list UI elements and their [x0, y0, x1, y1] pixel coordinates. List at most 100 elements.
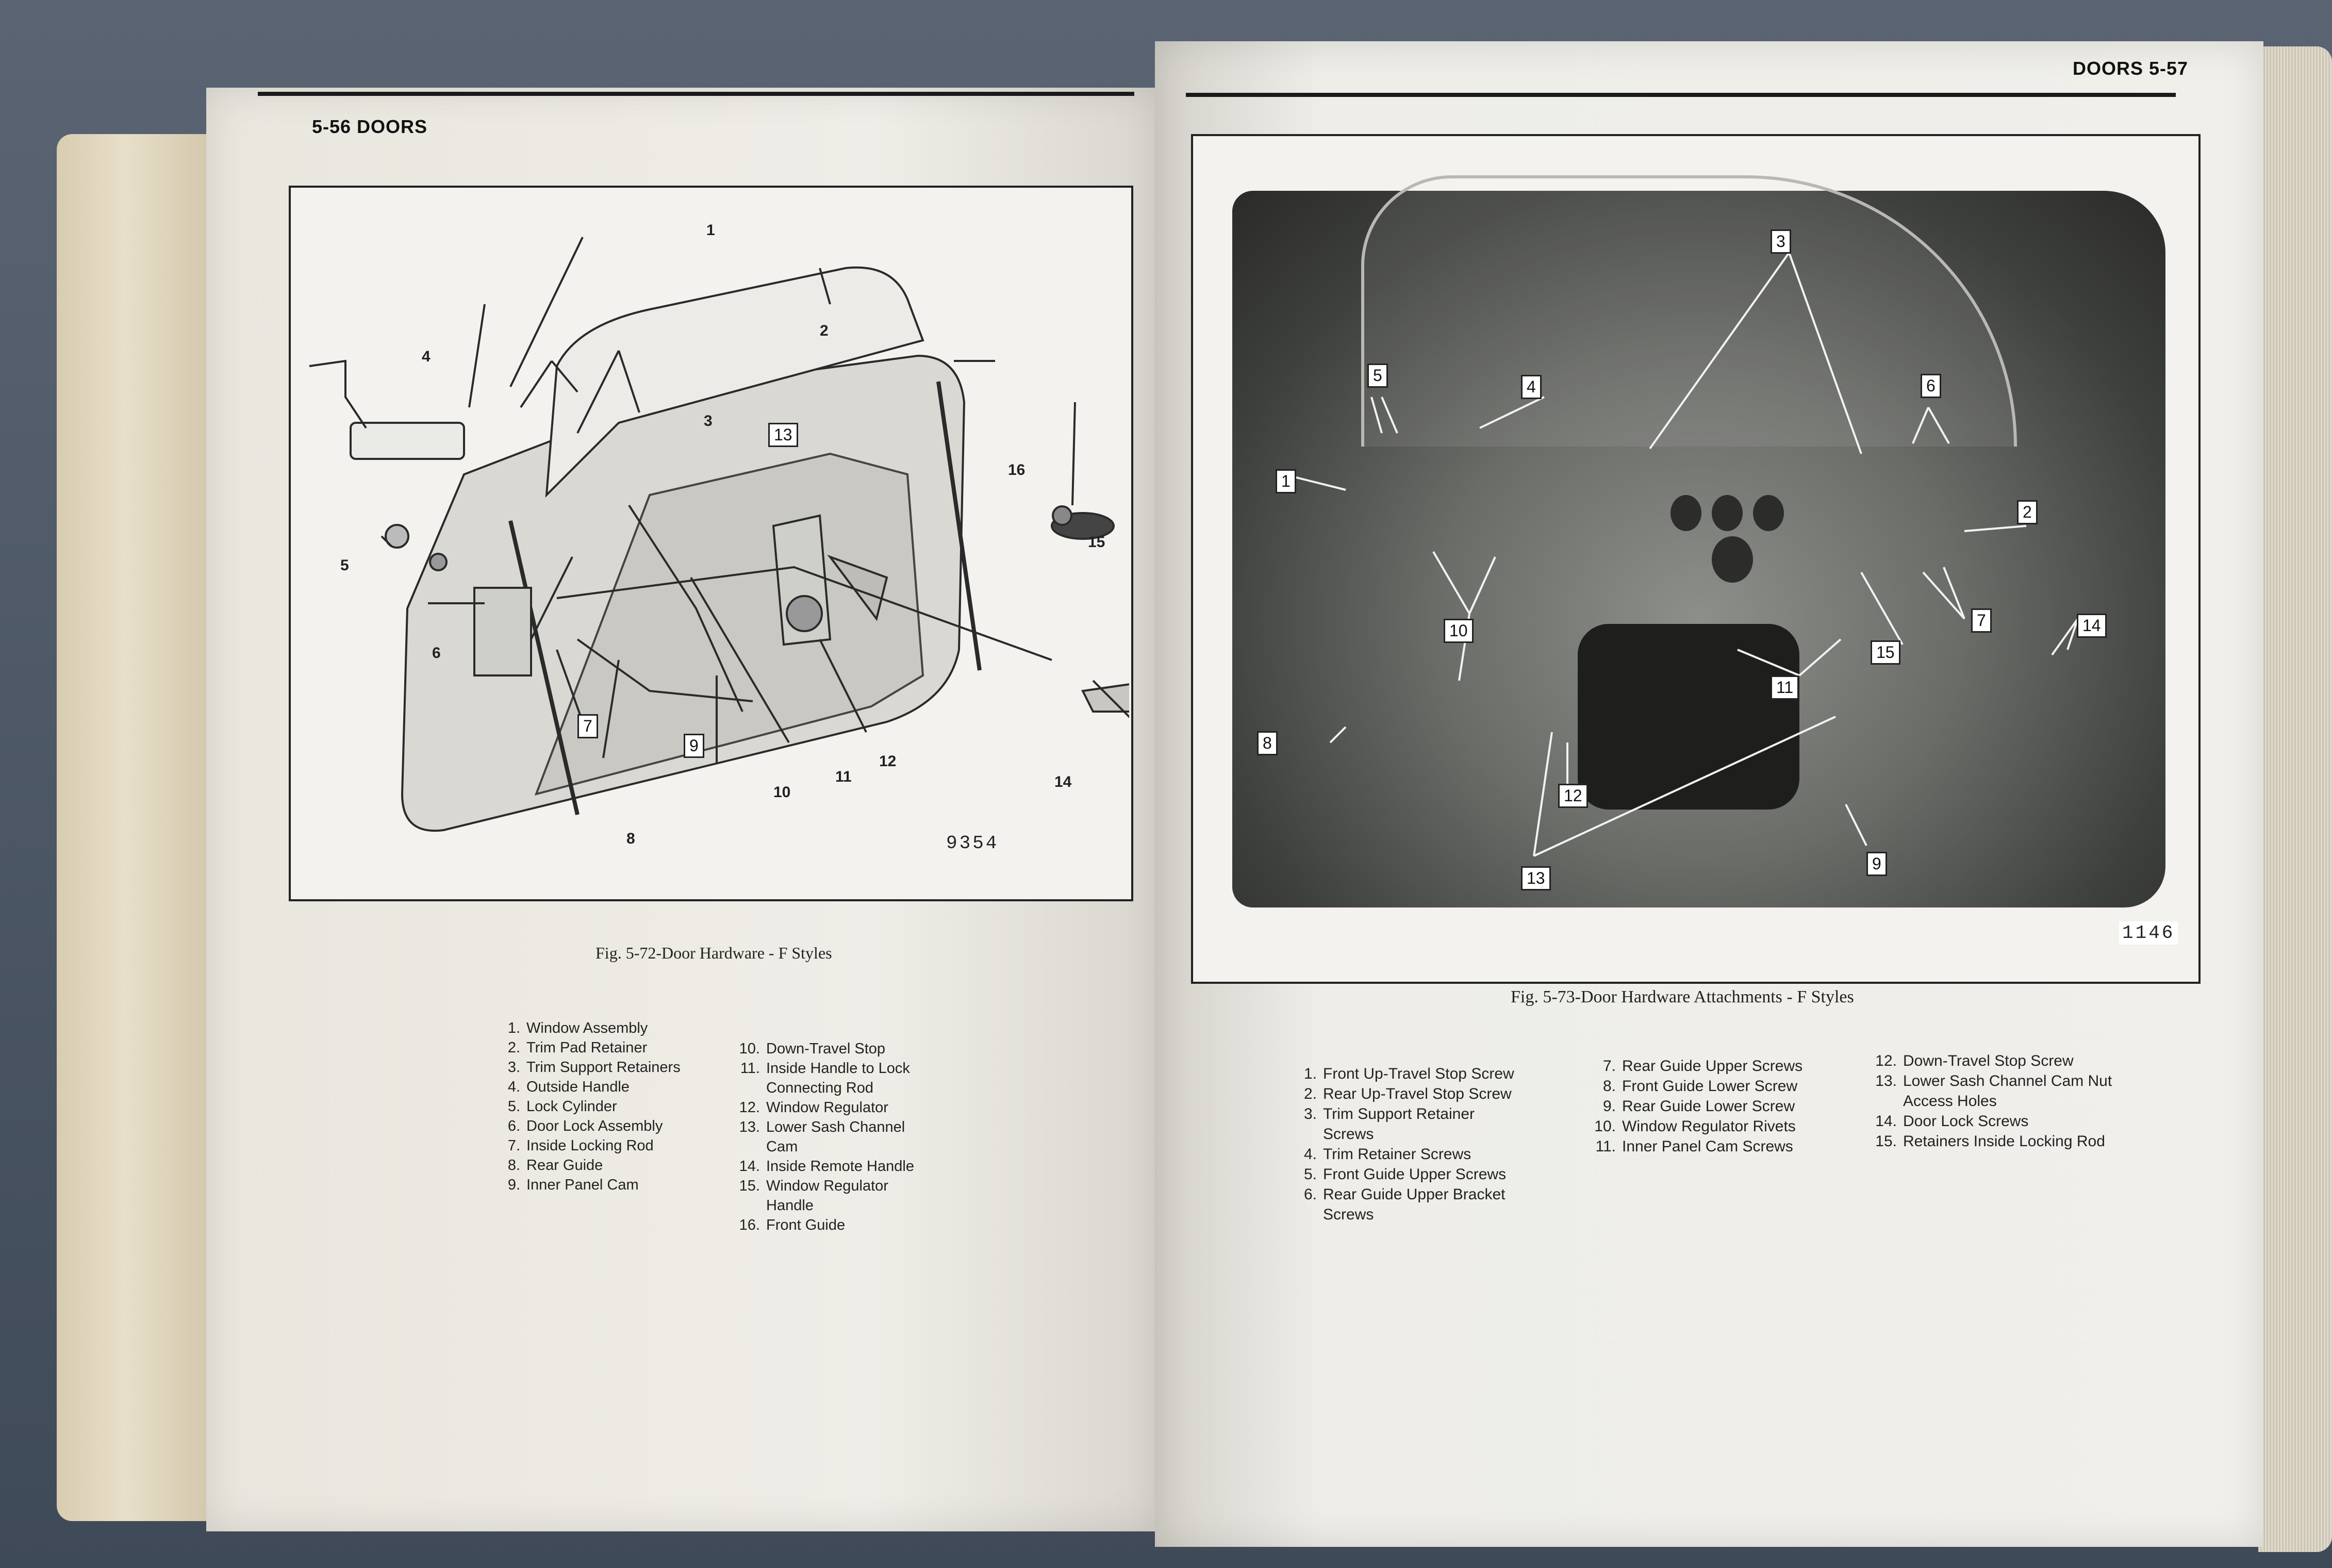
legend-item-number: 5.	[1303, 1166, 1317, 1183]
legend-item-label: Window Regulator Handle	[766, 1178, 888, 1214]
legend-item: 12.Down-Travel Stop Screw	[1869, 1051, 2158, 1071]
legend-item-label: Trim Pad Retainer	[526, 1039, 648, 1056]
legend-item-label: Rear Guide Upper Screws	[1622, 1058, 1803, 1075]
right-legend-column-2: 7. Rear Guide Upper Screws 8. Front Guide L…	[1588, 1056, 1815, 1157]
right-callout-2: 2	[2017, 500, 2038, 524]
left-callout-8: 8	[626, 830, 635, 847]
legend-item-label: Trim Support Retainer Screws	[1323, 1105, 1475, 1143]
legend-item-label: Rear Guide Upper Bracket Screws	[1323, 1186, 1506, 1223]
right-callout-10: 10	[1444, 619, 1474, 643]
legend-item-number: 9.	[507, 1177, 520, 1193]
legend-item-label: Inside Handle to Lock Connecting Rod	[766, 1060, 910, 1096]
right-callout-6: 6	[1921, 374, 1941, 398]
door-panel-access-opening	[1578, 624, 1799, 810]
legend-item-label: Outside Handle	[526, 1079, 630, 1095]
right-callout-1: 1	[1276, 469, 1296, 493]
legend-item-number: 1.	[1303, 1065, 1317, 1082]
panel-hole	[1712, 536, 1753, 583]
right-callout-13: 13	[1521, 866, 1551, 890]
left-callout-16: 16	[1008, 461, 1026, 478]
legend-item: 11. Inside Handle to Lock Connecting Rod	[732, 1059, 938, 1098]
left-callout-6: 6	[432, 645, 441, 662]
legend-item: 1.Window Assembly	[492, 1018, 688, 1038]
legend-item-label: Rear Guide	[526, 1157, 603, 1174]
right-callout-11: 11	[1771, 675, 1799, 700]
legend-item: 14.Inside Remote Handle	[732, 1157, 938, 1176]
legend-item-label: Rear Up-Travel Stop Screw	[1323, 1085, 1512, 1102]
right-callout-8: 8	[1257, 731, 1278, 755]
left-callout-7: 7	[577, 714, 598, 738]
door-hardware-exploded-drawing	[309, 237, 1129, 832]
legend-item-label: Inner Panel Cam Screws	[1622, 1138, 1793, 1155]
legend-item-number: 4.	[1303, 1146, 1317, 1163]
legend-item: 6. Door Lock Assembly	[492, 1116, 688, 1136]
legend-item-label: Lower Sash Channel Cam Nut Access Holes	[1903, 1072, 2112, 1110]
legend-item-number: 16.	[739, 1217, 760, 1233]
legend-item-number: 6.	[507, 1118, 520, 1134]
left-callout-5: 5	[340, 557, 349, 574]
legend-item: 9. Rear Guide Lower Screw	[1588, 1096, 1815, 1116]
legend-item-number: 2.	[1303, 1085, 1317, 1102]
legend-item-label: Front Guide	[766, 1217, 846, 1233]
left-callout-3: 3	[704, 412, 713, 430]
legend-item-number: 13.	[739, 1119, 760, 1135]
right-callout-9: 9	[1866, 852, 1887, 876]
panel-hole	[1671, 495, 1701, 531]
left-callout-13: 13	[768, 423, 798, 447]
legend-item: 2. Trim Pad Retainer	[492, 1038, 688, 1058]
legend-item-number: 12.	[1875, 1052, 1897, 1069]
legend-item-number: 11.	[1595, 1138, 1616, 1155]
legend-item-label: Inner Panel Cam	[526, 1177, 639, 1193]
legend-item-label: Lower Sash Channel Cam	[766, 1119, 905, 1155]
legend-item-label: Door Lock Screws	[1903, 1113, 2029, 1130]
legend-item: 4. Trim Retainer Screws	[1289, 1144, 1526, 1164]
left-figure-caption: Fig. 5-72-Door Hardware - F Styles	[596, 944, 832, 962]
legend-item-number: 2.	[507, 1039, 520, 1056]
right-callout-14: 14	[2077, 614, 2107, 638]
legend-item-label: Rear Guide Lower Screw	[1622, 1098, 1795, 1115]
right-callout-15: 15	[1871, 640, 1900, 665]
left-header-rule	[258, 92, 1134, 96]
legend-item: 8. Front Guide Lower Screw	[1588, 1076, 1815, 1096]
legend-item-label: Door Lock Assembly	[526, 1118, 663, 1134]
legend-item-number: 15.	[1875, 1133, 1897, 1150]
legend-item-number: 5.	[507, 1098, 520, 1115]
legend-item: 16. Front Guide	[732, 1215, 938, 1235]
legend-item: 6.Rear Guide Upper Bracket Screws	[1289, 1184, 1526, 1225]
right-callout-12: 12	[1558, 784, 1588, 808]
left-page-header: 5-56 DOORS	[312, 116, 428, 137]
legend-item: 4. Outside Handle	[492, 1077, 688, 1097]
legend-item-number: 11.	[740, 1060, 760, 1077]
legend-item-number: 7.	[1602, 1058, 1616, 1075]
legend-item-number: 8.	[1602, 1078, 1616, 1095]
legend-item-label: Window Regulator Rivets	[1622, 1118, 1796, 1135]
legend-item-number: 9.	[1602, 1098, 1616, 1115]
right-figure-caption: Fig. 5-73-Door Hardware Attachments - F …	[1511, 987, 1854, 1006]
legend-item: 13. Lower Sash Channel Cam	[732, 1117, 938, 1157]
legend-item-label: Front Guide Lower Screw	[1622, 1078, 1798, 1095]
legend-item-number: 10.	[1594, 1118, 1616, 1135]
legend-item: 7. Rear Guide Upper Screws	[1588, 1056, 1815, 1076]
left-callout-10: 10	[773, 784, 791, 801]
book-left-page-edges	[57, 134, 227, 1521]
legend-item-label: Down-Travel Stop	[766, 1041, 886, 1057]
legend-item-label: Retainers Inside Locking Rod	[1903, 1133, 2105, 1150]
right-header-rule	[1186, 93, 2176, 97]
legend-item-number: 7.	[507, 1137, 520, 1154]
legend-item: 3. Trim Support Retainer Screws	[1289, 1104, 1526, 1144]
legend-item-number: 4.	[507, 1079, 520, 1095]
legend-item: 2. Rear Up-Travel Stop Screw	[1289, 1084, 1526, 1104]
panel-hole	[1753, 495, 1784, 531]
legend-item: 13.Lower Sash Channel Cam Nut Access Hol…	[1869, 1071, 2158, 1111]
right-callout-5: 5	[1367, 364, 1388, 388]
legend-item: 5.Front Guide Upper Screws	[1289, 1164, 1526, 1184]
panel-hole	[1712, 495, 1743, 531]
legend-item-number: 3.	[1303, 1105, 1317, 1123]
legend-item-label: Trim Retainer Screws	[1323, 1146, 1471, 1163]
left-callout-12: 12	[879, 753, 897, 770]
right-photo-leader-lines	[1283, 252, 2079, 857]
left-callout-4: 4	[422, 348, 431, 365]
